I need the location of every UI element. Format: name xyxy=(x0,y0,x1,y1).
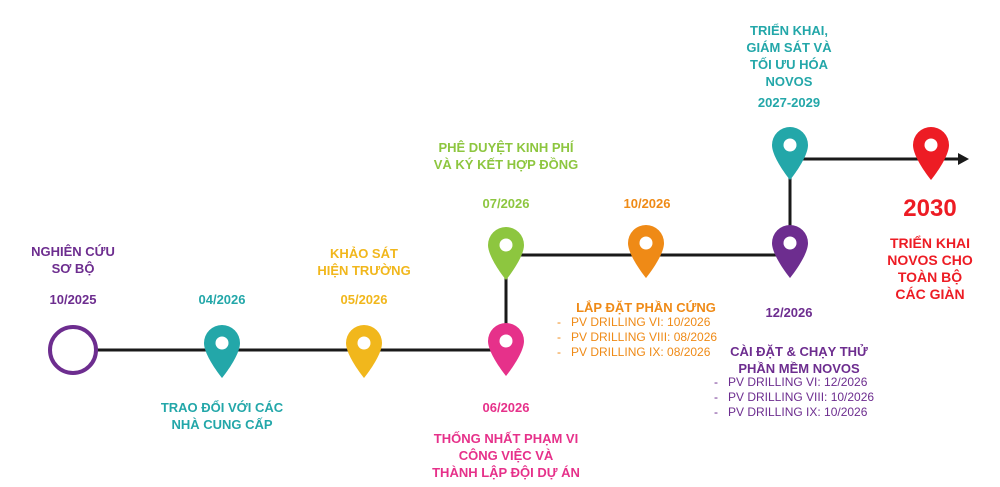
title-line: THÀNH LẬP ĐỘI DỰ ÁN xyxy=(432,465,580,480)
list-item: PV DRILLING VIII: 10/2026 xyxy=(714,390,874,405)
map-pin-icon-teal xyxy=(204,325,240,378)
title-line: NOVOS xyxy=(765,74,813,89)
list-item: PV DRILLING VI: 10/2026 xyxy=(557,315,717,330)
title-line: SƠ BỘ xyxy=(51,261,95,276)
map-pin-icon-orange xyxy=(628,225,664,278)
milestone-3-title: KHẢO SÁT HIỆN TRƯỜNG xyxy=(304,245,424,279)
map-pin-icon-yellow xyxy=(346,325,382,378)
milestone-1-date: 10/2025 xyxy=(49,292,97,307)
arrow-head-icon xyxy=(958,153,969,165)
title-line: THỐNG NHẤT PHẠM VI xyxy=(433,431,579,446)
title-line: KHẢO SÁT xyxy=(330,246,398,261)
milestone-3-date: 05/2026 xyxy=(340,292,388,307)
title-line: CÁC GIÀN xyxy=(895,286,965,302)
map-pin-icon-green xyxy=(488,227,524,280)
title-line: TRIỂN KHAI xyxy=(889,235,971,251)
milestone-8-date: 2027-2029 xyxy=(757,95,821,110)
map-pin-icon-teal-2 xyxy=(772,127,808,180)
milestone-6-title: LẮP ĐẶT PHẦN CỨNG xyxy=(576,300,716,315)
milestone-2-date: 04/2026 xyxy=(198,292,246,307)
title-line: NOVOS CHO xyxy=(887,252,973,268)
title-line: NHÀ CUNG CẤP xyxy=(171,417,273,432)
milestone-5-date: 07/2026 xyxy=(482,196,530,211)
title-line: TRIỂN KHAI, xyxy=(750,23,828,38)
start-circle-icon xyxy=(48,325,98,375)
map-pin-icon-red xyxy=(913,127,949,180)
milestone-6-list: PV DRILLING VI: 10/2026 PV DRILLING VIII… xyxy=(557,315,717,360)
milestone-8-title: TRIỂN KHAI, GIÁM SÁT VÀ TỐI ƯU HÓA NOVOS xyxy=(729,22,849,90)
milestone-7-title: CÀI ĐẶT & CHẠY THỬ PHẦN MỀM NOVOS xyxy=(714,343,884,377)
title-line: PHẦN MỀM NOVOS xyxy=(738,361,860,376)
map-pin-icon-magenta xyxy=(488,323,524,376)
milestone-6-date: 10/2026 xyxy=(623,196,671,211)
map-pin-icon-purple xyxy=(772,225,808,278)
title-line: HIỆN TRƯỜNG xyxy=(317,263,411,278)
title-line: GIÁM SÁT VÀ xyxy=(746,40,832,55)
milestone-2-title: TRAO ĐỔI VỚI CÁC NHÀ CUNG CẤP xyxy=(142,399,302,433)
milestone-9-title: TRIỂN KHAI NOVOS CHO TOÀN BỘ CÁC GIÀN xyxy=(870,235,990,303)
title-line: CÀI ĐẶT & CHẠY THỬ xyxy=(730,344,868,359)
title-line: TRAO ĐỔI VỚI CÁC xyxy=(160,400,284,415)
timeline-path xyxy=(96,157,960,352)
list-item: PV DRILLING VI: 12/2026 xyxy=(714,375,874,390)
milestone-1-title: NGHIÊN CỨU SƠ BỘ xyxy=(13,243,133,277)
list-item: PV DRILLING IX: 08/2026 xyxy=(557,345,717,360)
milestone-7-list: PV DRILLING VI: 12/2026 PV DRILLING VIII… xyxy=(714,375,874,420)
list-item: PV DRILLING IX: 10/2026 xyxy=(714,405,874,420)
milestone-9-date: 2030 xyxy=(903,195,957,222)
list-item: PV DRILLING VIII: 08/2026 xyxy=(557,330,717,345)
title-line: NGHIÊN CỨU xyxy=(31,244,115,259)
title-line: CÔNG VIỆC VÀ xyxy=(458,448,554,463)
title-line: TOÀN BỘ xyxy=(897,269,963,285)
milestone-7-date: 12/2026 xyxy=(765,305,813,320)
milestone-4-title: THỐNG NHẤT PHẠM VI CÔNG VIỆC VÀ THÀNH LẬ… xyxy=(416,430,596,481)
title-line: VÀ KÝ KẾT HỢP ĐỒNG xyxy=(433,157,579,172)
title-line: TỐI ƯU HÓA xyxy=(750,57,828,72)
milestone-4-date: 06/2026 xyxy=(482,400,530,415)
title-line: PHÊ DUYỆT KINH PHÍ xyxy=(438,140,574,155)
milestone-5-title: PHÊ DUYỆT KINH PHÍ VÀ KÝ KẾT HỢP ĐỒNG xyxy=(416,139,596,173)
